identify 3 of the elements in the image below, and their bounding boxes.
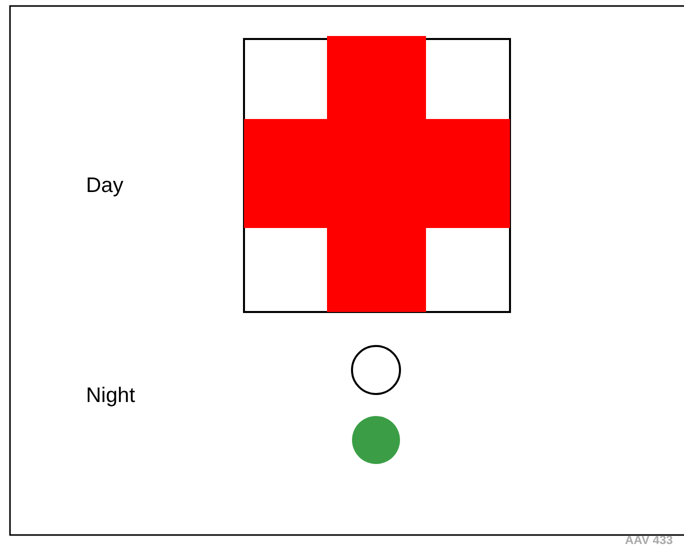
day-label: Day — [86, 174, 124, 198]
figure-code: AAV 433 — [625, 533, 673, 547]
night-label: Night — [86, 384, 136, 408]
